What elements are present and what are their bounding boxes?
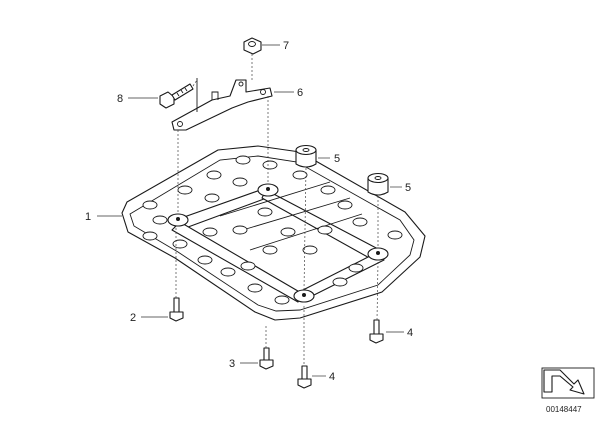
callout-2: 2 [130,312,136,324]
leader-lines [97,44,404,377]
callout-7: 7 [283,40,289,52]
callout-5-right: 5 [405,182,411,194]
bracket [171,78,273,131]
bolt-2 [169,297,184,322]
bolt-4b [369,319,384,344]
bolt-3 [259,347,274,370]
bolt-4a [297,365,312,389]
direction-arrow-icon [541,367,595,399]
callout-3: 3 [229,358,235,370]
plate-holes [142,155,403,305]
callout-6: 6 [297,87,303,99]
rubber-buffer-a [295,144,317,168]
diagram-number: 00148447 [546,405,582,414]
nut [243,37,262,55]
rubber-buffer-b [367,172,389,196]
collar-screw [159,83,194,109]
callout-1: 1 [85,211,91,223]
callout-4-lower: 4 [329,371,335,383]
mounting-bosses [167,183,389,303]
callout-8: 8 [117,93,123,105]
callout-4-right: 4 [407,327,413,339]
rack-plate [121,145,426,321]
callout-5-left: 5 [334,153,340,165]
assembly-lines [175,54,379,366]
